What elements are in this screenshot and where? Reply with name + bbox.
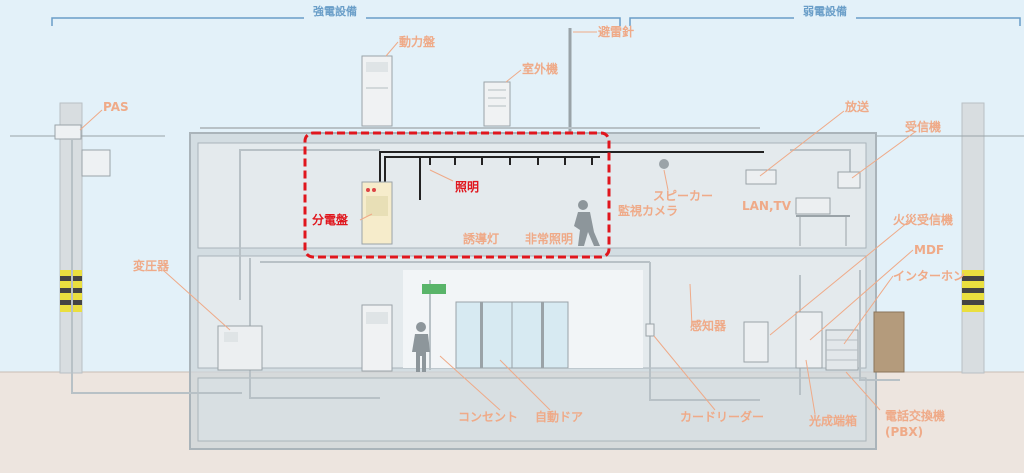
strong-electric-bracket (51, 17, 621, 26)
label-card-reader: カードリーダー (680, 409, 764, 424)
label-emergency-light: 非常照明 (525, 231, 573, 246)
label-speaker: スピーカー (653, 189, 713, 203)
highlight-box (303, 131, 611, 259)
label-lan-tv: LAN,TV (742, 199, 792, 213)
distribution-panel (361, 181, 393, 245)
weak-electric-bracket (629, 17, 1021, 26)
label-optical-box: 光成端箱 (808, 413, 857, 428)
leader-lines (79, 31, 916, 415)
utility-pole-right (875, 102, 1024, 374)
label-pas: PAS (103, 100, 129, 114)
label-distribution-panel: 分電盤 (312, 212, 349, 227)
label-outdoor-unit: 室外機 (522, 61, 558, 76)
broadcast-amp (745, 169, 777, 185)
label-outlet: コンセント (458, 410, 518, 424)
cable-routes (71, 127, 900, 401)
label-camera: 監視カメラ (618, 203, 678, 218)
label-intercom: インターホン (893, 269, 965, 283)
lighting-circuit (379, 151, 764, 200)
lan-tv-desk (795, 197, 850, 246)
mdf-rack (795, 311, 823, 369)
label-sensor: 感知器 (690, 318, 727, 333)
exit-sign (422, 284, 446, 294)
label-receiver: 受信機 (905, 119, 941, 134)
utility-pole-left (10, 102, 165, 374)
fire-receiver-unit (743, 321, 769, 363)
pbx-cabinet (825, 329, 859, 371)
power-panel-roof (361, 55, 393, 127)
label-guide-light: 誘導灯 (463, 231, 499, 246)
label-pbx: 電話交換機 (885, 408, 945, 423)
building (189, 132, 877, 450)
card-reader-device (645, 323, 655, 337)
person-walking (574, 200, 600, 246)
label-auto-door: 自動ドア (535, 409, 583, 424)
transformer-unit (217, 325, 263, 371)
camera-device (659, 159, 669, 169)
power-panel-1f (361, 304, 393, 372)
label-lightning-rod: 避雷針 (598, 24, 634, 39)
label-lighting: 照明 (455, 179, 479, 194)
label-fire-receiver: 火災受信機 (893, 212, 953, 227)
label-pbx-sub: (PBX) (885, 425, 923, 439)
label-power-panel: 動力盤 (399, 34, 436, 49)
auto-door (455, 301, 569, 369)
strong-electric-header: 強電設備 (313, 4, 357, 18)
label-mdf: MDF (914, 243, 944, 257)
label-broadcast: 放送 (844, 99, 870, 114)
intercom-box (873, 311, 905, 373)
label-transformer: 変圧器 (133, 258, 170, 273)
weak-electric-header: 弱電設備 (803, 4, 847, 18)
outdoor-unit (483, 81, 511, 127)
person-standing (412, 322, 430, 372)
